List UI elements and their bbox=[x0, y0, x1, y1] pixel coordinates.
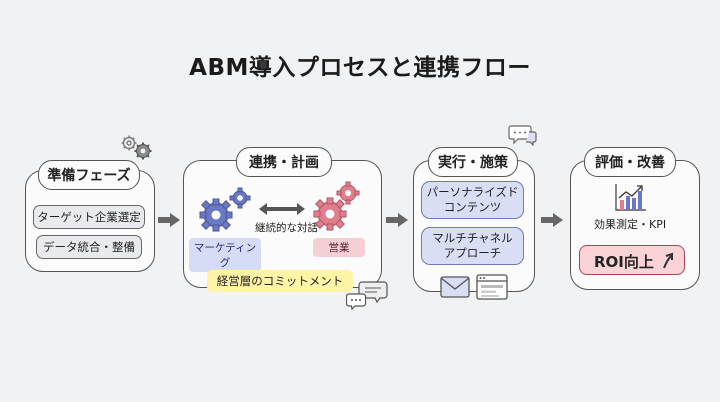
email-icon bbox=[440, 276, 470, 298]
chat-icon bbox=[346, 281, 388, 311]
message-icon bbox=[508, 125, 537, 146]
flow-arrow-3 bbox=[541, 213, 563, 227]
personalized-content-item: パーソナライズド コンテンツ bbox=[421, 181, 524, 219]
commitment-label: 経営層のコミットメント bbox=[207, 270, 353, 292]
stage-execution-title: 実行・施策 bbox=[428, 147, 518, 177]
bidirectional-arrow-icon bbox=[259, 203, 305, 215]
bar-chart-icon bbox=[615, 184, 646, 211]
stage-coordination-title: 連携・計画 bbox=[236, 147, 332, 177]
flow-arrow-1 bbox=[158, 213, 180, 227]
stage-execution bbox=[413, 160, 535, 292]
marketing-gear-icon bbox=[199, 187, 251, 232]
stage-preparation-title: 準備フェーズ bbox=[38, 160, 140, 190]
dialogue-label: 継続的な対話 bbox=[255, 222, 318, 234]
gear-icon bbox=[121, 135, 152, 160]
browser-icon bbox=[476, 274, 508, 300]
marketing-label: マーケティング bbox=[189, 238, 261, 272]
roi-label: ROI向上 bbox=[594, 253, 654, 271]
roi-badge: ROI向上 bbox=[579, 245, 685, 275]
data-integration-item: データ統合・整備 bbox=[36, 235, 142, 259]
kpi-label: 効果測定・KPI bbox=[594, 218, 667, 231]
page-title: ABM導入プロセスと連携フロー bbox=[189, 55, 531, 81]
up-arrow-icon bbox=[663, 252, 673, 269]
multichannel-approach-item: マルチチャネル アプローチ bbox=[421, 227, 524, 265]
stage-evaluation-title: 評価・改善 bbox=[584, 147, 676, 177]
sales-gear-icon bbox=[313, 181, 360, 231]
target-selection-item: ターゲット企業選定 bbox=[33, 205, 145, 229]
flow-arrow-2 bbox=[386, 213, 408, 227]
sales-label: 営業 bbox=[313, 238, 365, 257]
